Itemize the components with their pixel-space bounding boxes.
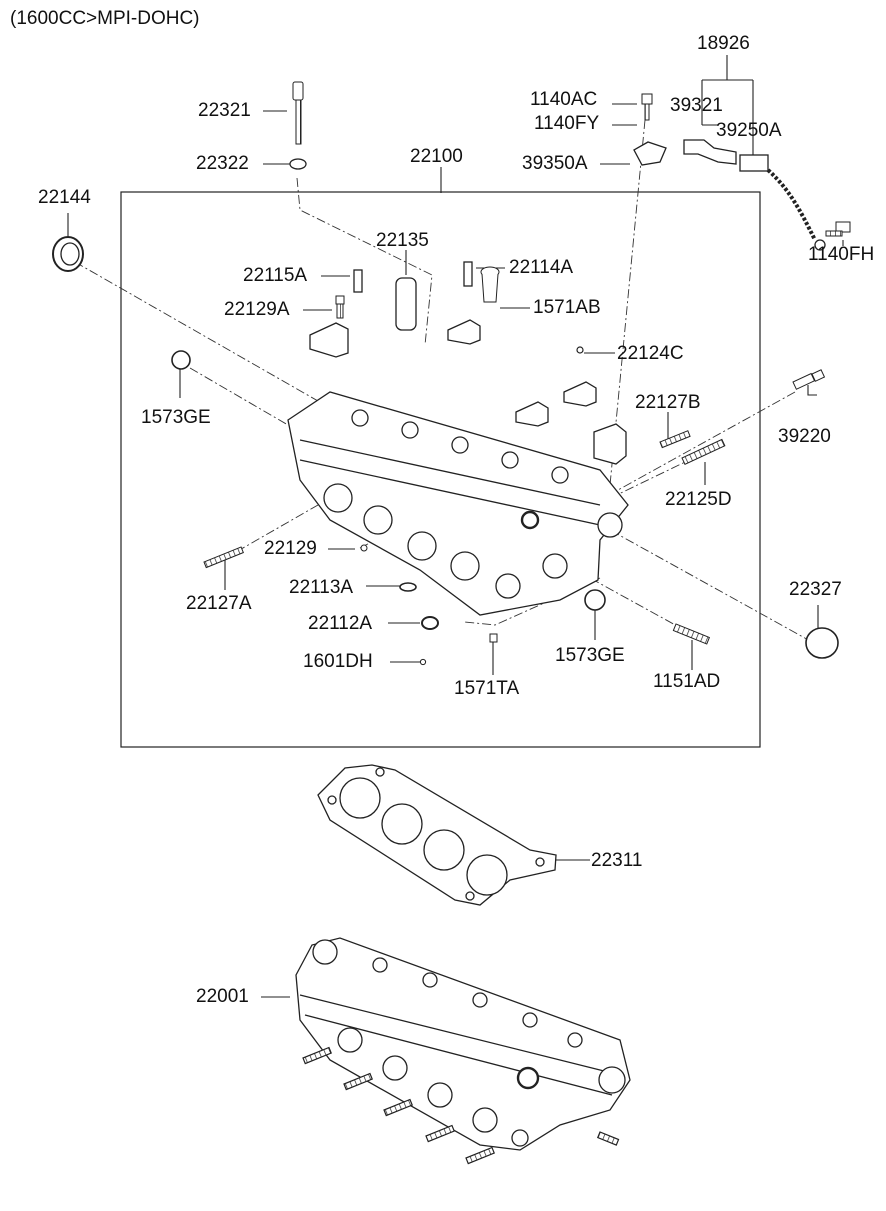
label-22311: 22311 [591, 850, 643, 871]
label-22144: 22144 [38, 187, 91, 208]
label-1573ge-left: 1573GE [141, 407, 211, 428]
cam-cap-3 [563, 381, 597, 407]
valve-guide [395, 277, 417, 331]
label-39321: 39321 [670, 95, 723, 116]
terminal-bolt [825, 221, 851, 237]
plug-1571ab [480, 266, 500, 303]
label-1140fh: 1140FH [808, 244, 875, 265]
dowel-pin [353, 269, 363, 293]
label-1601dh: 1601DH [303, 651, 373, 672]
stud-22125d [681, 438, 726, 466]
label-22129a: 22129A [224, 299, 290, 320]
cup-plug-22327 [805, 627, 839, 659]
seal-22112a [421, 616, 439, 630]
pin-22124c [576, 346, 584, 354]
sensor-bracket [683, 139, 737, 165]
assembly-studs [302, 1046, 620, 1165]
label-1571ab: 1571AB [533, 297, 601, 318]
label-22129: 22129 [264, 538, 317, 559]
cam-cap-front [309, 322, 349, 358]
cam-cap-rear [593, 423, 627, 465]
label-22321: 22321 [198, 100, 251, 121]
label-39350a: 39350A [522, 153, 588, 174]
label-22100: 22100 [410, 146, 463, 167]
engine-spec-header: (1600CC>MPI-DOHC) [10, 8, 200, 29]
oil-seal [52, 236, 84, 272]
label-22115a: 22115A [243, 265, 308, 286]
label-22327: 22327 [789, 579, 842, 600]
small-bolt-22129a [335, 295, 345, 319]
label-39220: 39220 [778, 426, 831, 447]
label-1573ge-right: 1573GE [555, 645, 625, 666]
sensor-bolt [641, 93, 653, 121]
wire-terminal [814, 239, 826, 251]
stud-22127b [659, 430, 691, 449]
label-22322: 22322 [196, 153, 249, 174]
label-1140fy: 1140FY [534, 113, 600, 134]
head-assembly [295, 937, 631, 1151]
label-22112a: 22112A [308, 613, 373, 634]
stud-1151ad [672, 623, 711, 645]
cam-cap-1 [447, 319, 481, 345]
label-22113a: 22113A [289, 577, 354, 598]
label-18926: 18926 [697, 33, 750, 54]
label-22127a: 22127A [186, 593, 252, 614]
plug-1571ta [489, 633, 498, 643]
label-22127b: 22127B [635, 392, 701, 413]
sensor-wire [766, 168, 817, 241]
cam-position-sensor [633, 141, 667, 166]
leader-lines [67, 55, 844, 998]
stud-22127a [203, 546, 244, 569]
label-22001: 22001 [196, 986, 249, 1007]
label-1151ad: 1151AD [653, 671, 721, 692]
dowel-pin-2 [463, 261, 473, 287]
label-39250a: 39250A [716, 120, 782, 141]
bolt-washer [289, 158, 307, 170]
label-1571ta: 1571TA [454, 678, 520, 699]
cylinder-head-bolt [292, 81, 304, 145]
plug-1601dh [419, 658, 427, 666]
label-22124c: 22124C [617, 343, 684, 364]
label-22135: 22135 [376, 230, 429, 251]
temp-sensor-39220 [792, 369, 826, 390]
camshaft-seal-right [584, 589, 606, 611]
seal-22113a [399, 582, 417, 592]
label-22125d: 22125D [665, 489, 732, 510]
camshaft-seal-left [171, 350, 191, 370]
plug-22129 [360, 544, 368, 552]
label-1140ac: 1140AC [530, 89, 598, 110]
label-22114a: 22114A [509, 257, 574, 278]
cam-cap-2 [515, 401, 549, 427]
cylinder-head [287, 391, 629, 616]
sensor-connector [739, 154, 769, 172]
head-gasket [317, 764, 557, 906]
